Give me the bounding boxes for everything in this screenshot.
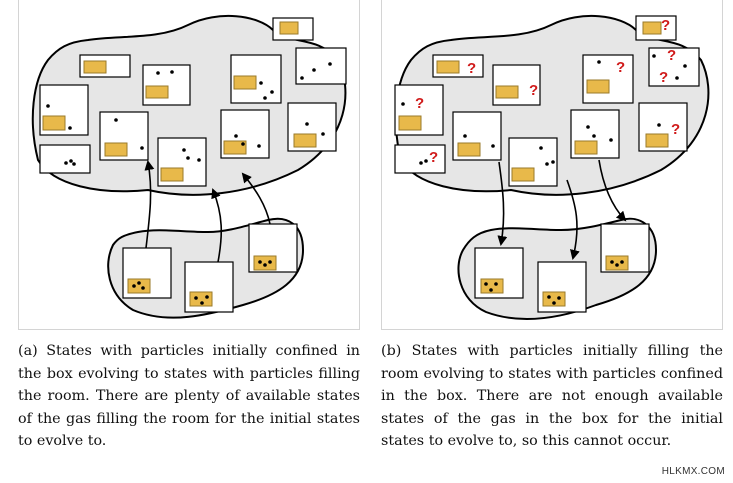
box-states [474, 223, 650, 313]
room-states [39, 17, 347, 187]
question-mark: ? [429, 149, 438, 166]
panel-b-diagram: ? ? ? ? ? ? ? ? ? [394, 14, 710, 320]
panel-b-frame [381, 0, 723, 330]
question-mark: ? [661, 17, 670, 34]
room-states [394, 15, 700, 187]
question-mark: ? [415, 95, 424, 112]
question-mark: ? [616, 59, 625, 76]
arrows-b [497, 159, 627, 260]
question-mark: ? [659, 69, 668, 86]
caption-b: (b) States with particles initially fill… [381, 343, 723, 449]
panel-b: ? ? ? ? ? ? ? ? ? [381, 0, 723, 330]
question-mark: ? [467, 60, 476, 77]
watermark: HLKMX.COM [661, 466, 725, 477]
question-marks: ? ? ? ? ? ? ? ? ? [415, 17, 680, 166]
question-mark: ? [667, 47, 676, 64]
panel-a [18, 0, 360, 330]
question-mark: ? [529, 82, 538, 99]
question-mark: ? [671, 121, 680, 138]
arrows-a [144, 160, 271, 263]
box-states [122, 223, 298, 313]
panel-a-frame [18, 0, 360, 330]
caption-a: (a) States with particles initially conf… [18, 343, 360, 449]
panel-a-diagram [31, 14, 347, 319]
